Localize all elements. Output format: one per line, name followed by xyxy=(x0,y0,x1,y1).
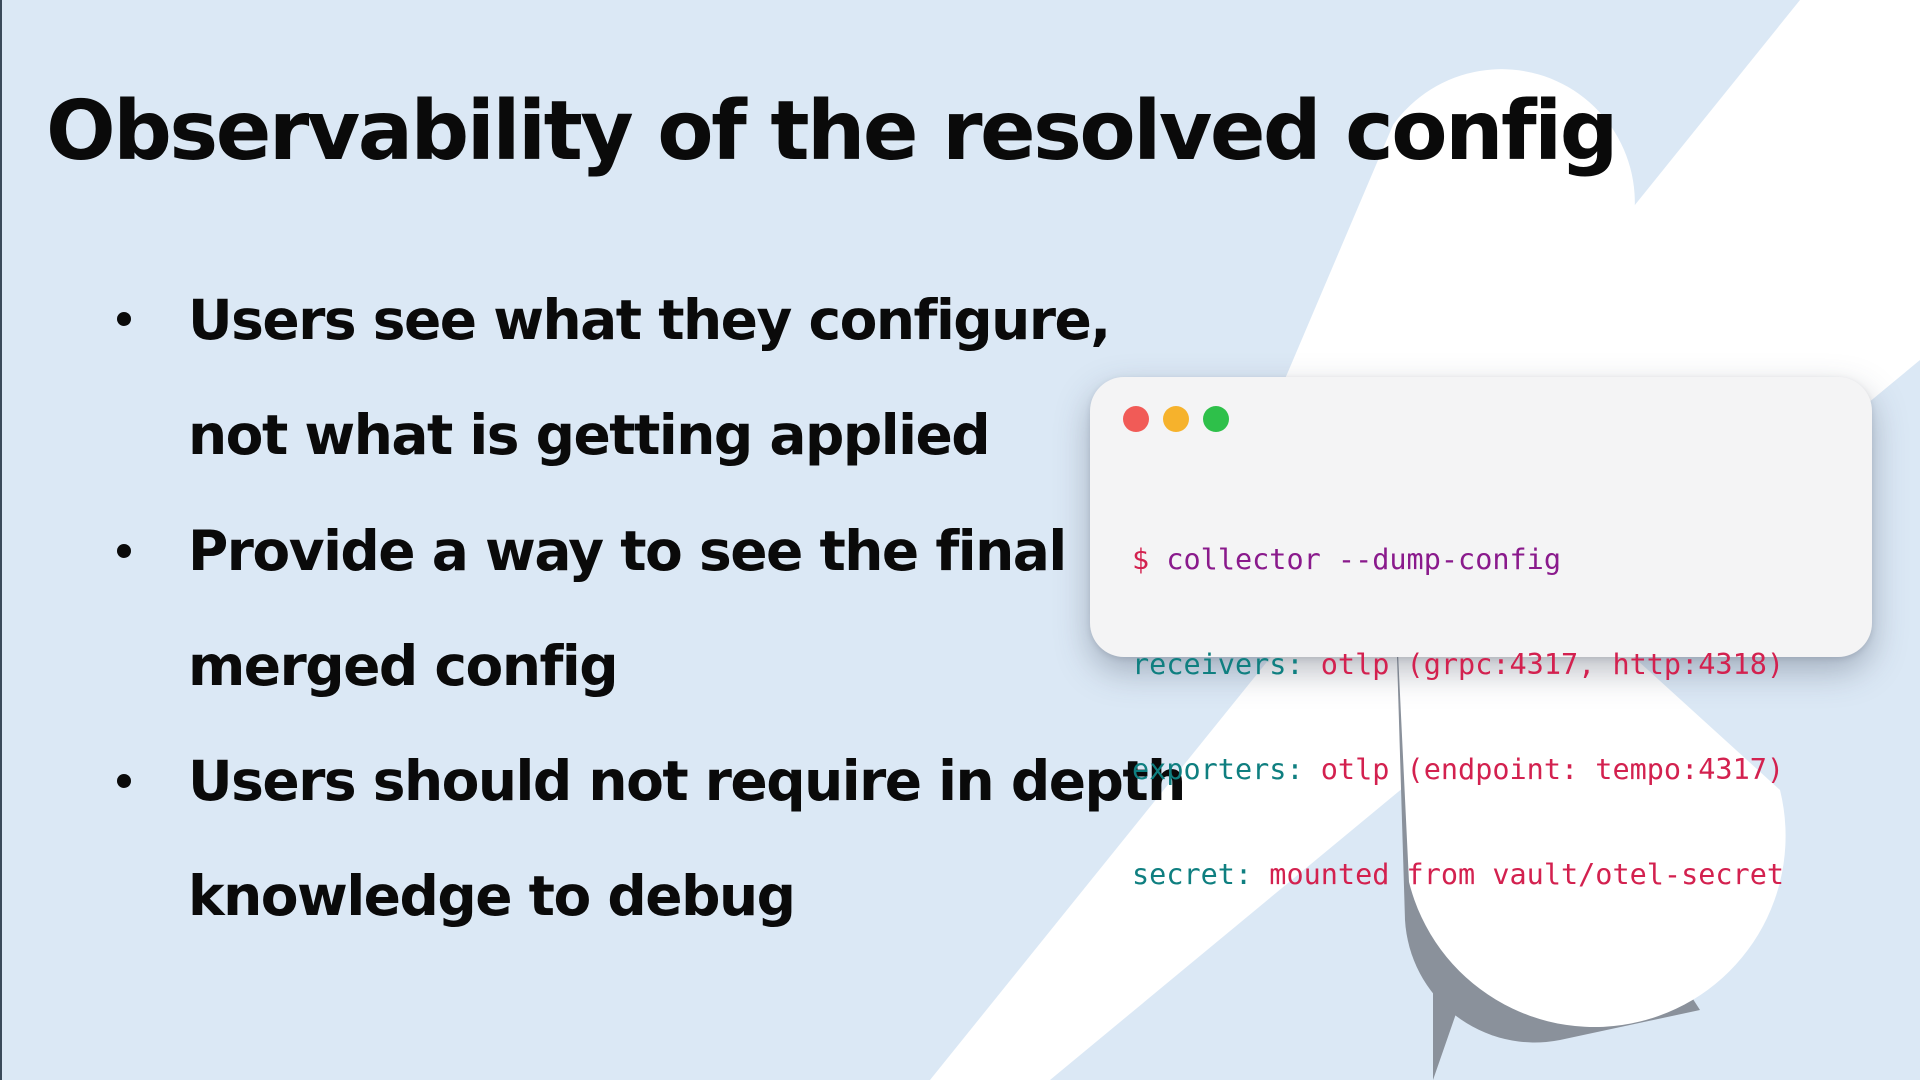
bullet-dot xyxy=(117,774,131,788)
bullet-dot xyxy=(117,544,131,558)
bullet-text: Provide a way to see the final xyxy=(188,519,1067,583)
bullet-text: merged config xyxy=(188,634,619,698)
output-value: otlp (endpoint: tempo:4317) xyxy=(1320,753,1785,786)
bullet-text: not what is getting applied xyxy=(188,403,991,467)
output-line: secret: mounted from vault/otel-secret xyxy=(1132,857,1784,892)
slide-left-edge xyxy=(0,0,2,1080)
window-minimize-dot xyxy=(1163,406,1189,432)
slide-title: Observability of the resolved config xyxy=(46,84,1618,179)
command-prompt: $ xyxy=(1132,543,1150,576)
command-text: collector --dump-config xyxy=(1166,543,1561,576)
terminal-code: $ collector --dump-config receivers: otl… xyxy=(1132,472,1784,927)
bullet-text: Users should not require in depth xyxy=(188,749,1186,813)
output-key: exporters: xyxy=(1132,753,1304,786)
bullet-text: Users see what they configure, xyxy=(188,288,1111,352)
command-line: $ collector --dump-config xyxy=(1132,542,1784,577)
output-line: receivers: otlp (grpc:4317, http:4318) xyxy=(1132,647,1784,682)
output-key: secret: xyxy=(1132,858,1253,891)
bullet-text: knowledge to debug xyxy=(188,864,796,928)
lower-slash xyxy=(1395,590,1786,1028)
output-value: otlp (grpc:4317, http:4318) xyxy=(1320,648,1785,681)
bullet-dot xyxy=(117,312,131,326)
output-line: exporters: otlp (endpoint: tempo:4317) xyxy=(1132,752,1784,787)
output-value: mounted from vault/otel-secret xyxy=(1269,858,1785,891)
window-maximize-dot xyxy=(1203,406,1229,432)
window-close-dot xyxy=(1123,406,1149,432)
output-key: receivers: xyxy=(1132,648,1304,681)
